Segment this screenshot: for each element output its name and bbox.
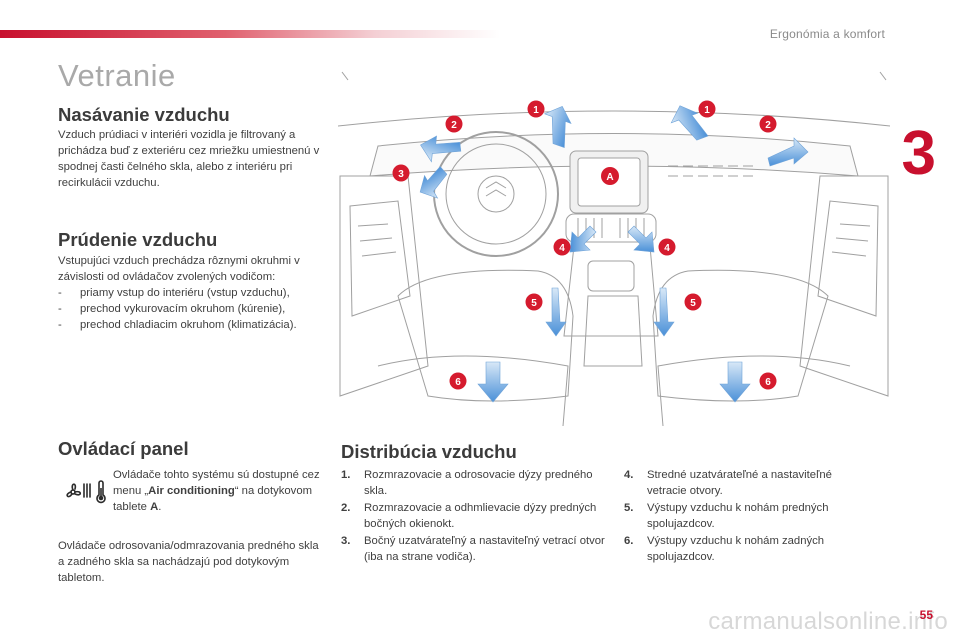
item-number: 6. [624,535,634,547]
badge-label: 4 [664,243,670,254]
badge-label: 5 [690,298,696,309]
badge-2-right: 2 [759,115,777,133]
tablet-ref: A [150,501,159,513]
control-panel-text: Ovládače tohto systému sú dostupné cez m… [113,467,328,515]
interior-lines [338,71,890,426]
badge-1-left: 1 [527,100,545,118]
badge-label: 4 [559,243,565,254]
badge-label: 2 [451,120,457,131]
item-number: 5. [624,502,634,514]
badge-label: 6 [765,377,771,388]
badge-6-left: 6 [449,372,467,390]
badge-3: 3 [392,164,410,182]
list-item: 3. Bočný uzatvárateľný a nastaviteľný vet… [341,533,606,565]
badge-5-right: 5 [684,293,702,311]
item-number: 2. [341,502,351,514]
page-title: Vetranie [58,58,176,93]
list-item: prechod vykurovacím okruhom (kúrenie), [58,301,326,317]
distribution-heading: Distribúcia vzduchu [341,441,517,462]
air-arrow [545,287,567,337]
badge-label: 5 [531,298,537,309]
item-text: Stredné uzatvárateľné a nastaviteľné vet… [647,469,832,497]
control-panel-text-2: Ovládače odrosovania/odmrazovania predné… [58,540,319,584]
air-arrow [543,106,572,149]
badge-label: 1 [704,105,710,116]
badge-label: 1 [533,105,539,116]
item-text: Rozmrazovacie a odrosovacie dýzy prednéh… [364,469,593,497]
badge-2-left: 2 [445,115,463,133]
flow-text: Vstupujúci vzduch prechádza rôznymi okru… [58,253,326,333]
air-arrow [719,361,751,403]
item-number: 4. [624,469,634,481]
badge-label: A [606,172,613,183]
control-panel-heading: Ovládací panel [58,438,189,459]
air-arrow [627,225,655,253]
control-panel-text-part: . [158,501,162,513]
item-number: 3. [341,535,351,547]
item-text: Výstupy vzduchu k nohám predných spoluja… [647,502,829,530]
distribution-list-left: 1. Rozmrazovacie a odrosovacie dýzy predn… [341,467,606,566]
badge-label: 6 [455,377,461,388]
flow-heading: Prúdenie vzduchu [58,229,218,250]
badge-6-right: 6 [759,372,777,390]
list-item: 4. Stredné uzatvárateľné a nastaviteľné v… [624,467,859,499]
list-item: prechod chladiacim okruhom (klimatizácia… [58,317,326,333]
fan-thermometer-icon [66,480,106,504]
menu-name: Air conditioning [148,485,235,497]
air-arrow [670,105,709,141]
badge-A: A [601,167,619,185]
badge-label: 3 [398,169,404,180]
badge-label: 2 [765,120,771,131]
badge-1-right: 1 [698,100,716,118]
air-arrow [420,135,462,163]
list-item: 2. Rozmrazovacie a odhmlievacie dýzy pred… [341,500,606,532]
air-arrow [653,287,675,337]
air-arrow [419,166,448,199]
watermark: carmanualsonline.info [708,608,948,635]
air-flow-arrows [419,105,809,403]
list-item: 1. Rozmrazovacie a odrosovacie dýzy predn… [341,467,606,499]
distribution-list-right: 4. Stredné uzatvárateľné a nastaviteľné v… [624,467,859,566]
air-arrow [477,361,509,403]
air-arrow [767,137,809,167]
flow-intro: Vstupujúci vzduch prechádza rôznymi okru… [58,255,300,283]
control-panel-text-part: Ovládače tohto systému sú dostupné cez m… [113,469,320,497]
air-arrow [569,225,597,253]
item-text: Bočný uzatvárateľný a nastaviteľný vetra… [364,535,605,563]
car-interior-diagram: 1 1 2 2 3 A 4 4 5 5 6 6 [338,71,890,426]
item-text: Rozmrazovacie a odhmlievacie dýzy predný… [364,502,597,530]
intake-heading: Nasávanie vzduchu [58,104,230,125]
list-item: 6. Výstupy vzduchu k nohám zadných spoluj… [624,533,859,565]
section-header: Ergonómia a komfort [769,27,885,41]
badge-4-right: 4 [658,238,676,256]
badge-4-left: 4 [553,238,571,256]
header-accent-bar [0,30,500,38]
control-panel-text-part: “ na dotykovom tablete [113,485,313,513]
flow-list: priamy vstup do interiéru (vstup vzduchu… [58,285,326,333]
list-item: priamy vstup do interiéru (vstup vzduchu… [58,285,326,301]
page-number: 55 [919,608,933,622]
item-number: 1. [341,469,351,481]
badge-5-left: 5 [525,293,543,311]
item-text: Výstupy vzduchu k nohám zadných spolujaz… [647,535,825,563]
chapter-number: 3 [901,119,936,188]
intake-text: Vzduch prúdiaci v interiéri vozidla je f… [58,129,320,189]
list-item: 5. Výstupy vzduchu k nohám predných spolu… [624,500,859,532]
